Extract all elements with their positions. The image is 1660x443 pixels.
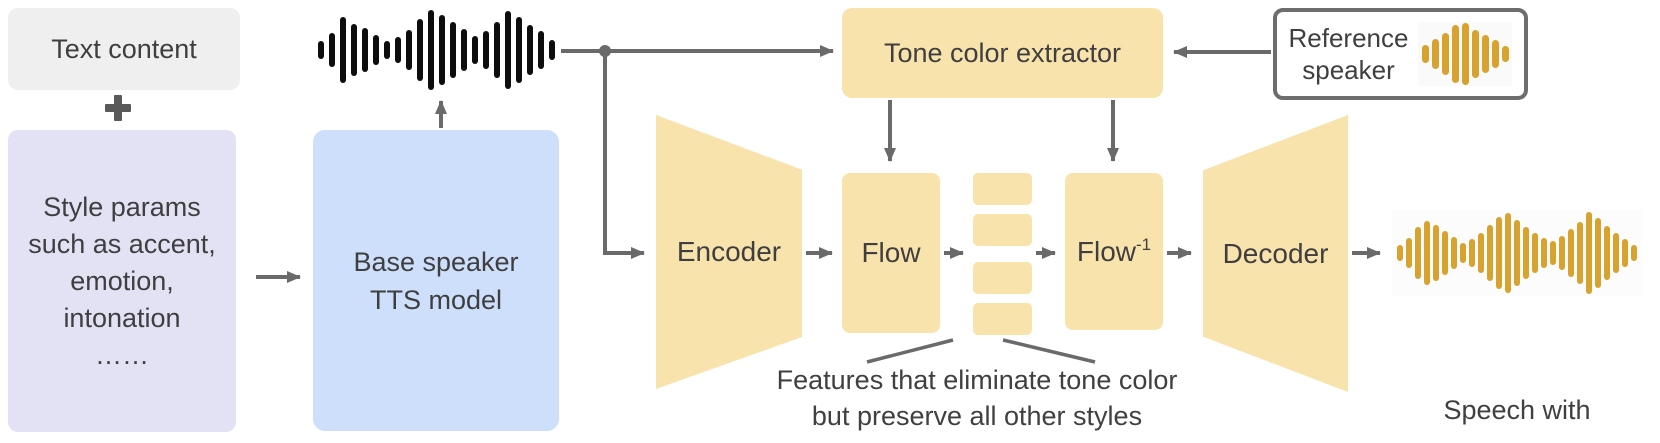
features-caption: Features that eliminate tone color but p…: [776, 365, 1178, 431]
tts-model-line: Base speaker: [353, 246, 519, 277]
reference-speaker-label: Reference speaker: [1288, 23, 1409, 85]
style-params-line: intonation: [63, 302, 181, 333]
feature-block: [973, 173, 1032, 205]
encoder-label: Encoder: [676, 236, 782, 267]
style-params-line: ……: [95, 339, 149, 370]
tts-model-line: TTS model: [369, 284, 503, 315]
output-speech-caption: Speech with reference tone color and con…: [1443, 395, 1591, 425]
flow-block: Flow: [842, 173, 940, 333]
plus-icon: [104, 94, 132, 122]
decoder-label: Decoder: [1222, 237, 1329, 269]
text-content-label: Text content: [51, 33, 197, 64]
pointer-line-left: [866, 338, 954, 364]
base-tts-waveform-icon: [313, 6, 559, 94]
pointer-line-right: [1002, 338, 1096, 364]
flow-label: Flow: [861, 237, 921, 268]
feature-block: [973, 214, 1032, 246]
flow-inverse-block: Flow-1: [1065, 173, 1163, 330]
decoder-block: Decoder: [1203, 115, 1348, 392]
tone-color-extractor-label: Tone color extractor: [883, 37, 1122, 68]
junction-dot: [599, 45, 611, 57]
encoder-block: Encoder: [656, 115, 802, 389]
text-content-box: Text content: [8, 8, 240, 90]
feature-block: [973, 262, 1032, 294]
style-params-line: Style params: [43, 191, 201, 222]
base-speaker-tts-box: Base speaker TTS model: [313, 130, 559, 431]
reference-speaker-box: Reference speaker: [1273, 8, 1528, 100]
feature-block: [973, 303, 1032, 335]
tone-color-extractor-box: Tone color extractor: [842, 8, 1163, 98]
flow-inverse-label: Flow-1: [1076, 235, 1152, 267]
style-params-line: such as accent,: [28, 228, 216, 259]
arrow-junction-to-encoder: [603, 51, 645, 259]
style-params-box: Style params such as accent, emotion, in…: [8, 130, 236, 432]
style-params-line: emotion,: [70, 265, 174, 296]
reference-waveform-icon: [1418, 22, 1513, 86]
output-waveform-icon: [1392, 210, 1642, 296]
